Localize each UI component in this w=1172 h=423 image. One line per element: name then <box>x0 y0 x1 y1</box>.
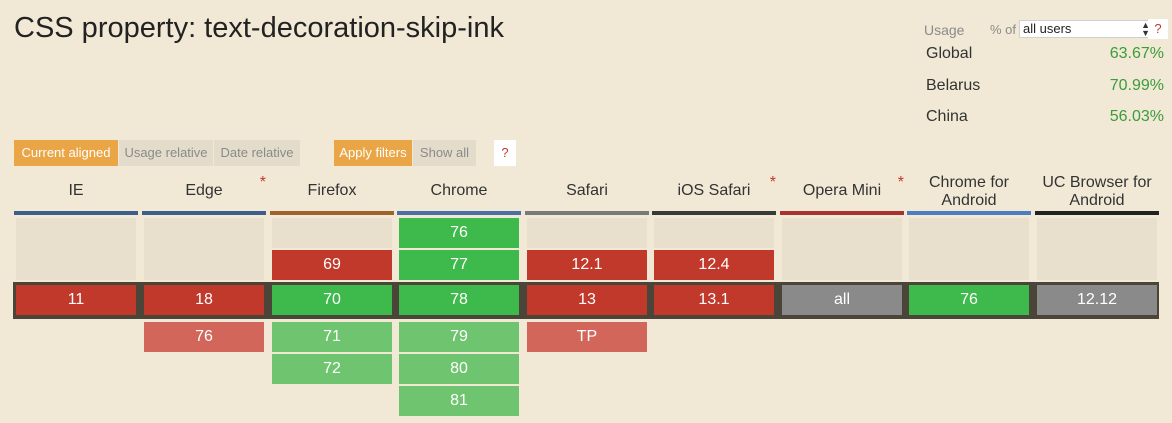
user-scope-select[interactable]: all users ▲▼ <box>1019 20 1157 38</box>
percent-of-label: % of <box>990 22 1017 37</box>
usage-help-button[interactable]: ? <box>1148 19 1168 39</box>
browser-header-chrome-for-android: Chrome for Android <box>907 172 1031 210</box>
version-cell[interactable]: 12.12 <box>1037 285 1157 315</box>
browser-color-bar <box>142 211 266 215</box>
usage-relative-button[interactable]: Usage relative <box>119 140 213 166</box>
browser-name: Opera Mini <box>802 182 882 199</box>
apply-filters-button[interactable]: Apply filters <box>334 140 412 166</box>
usage-row-china: China 56.03% <box>926 108 1164 128</box>
browser-color-bar <box>14 211 138 215</box>
note-asterisk-icon[interactable]: * <box>897 174 904 191</box>
browser-name: Edge <box>185 182 223 199</box>
browser-color-bar <box>1035 211 1159 215</box>
usage-label: Usage <box>924 22 965 38</box>
version-cell[interactable]: 81 <box>399 386 519 416</box>
browser-color-bar <box>525 211 649 215</box>
usage-header: Usage % of all users ▲▼ <box>924 20 1168 40</box>
version-cell[interactable]: 77 <box>399 250 519 280</box>
usage-region: China <box>926 108 968 125</box>
empty-cell <box>272 218 392 248</box>
version-cell[interactable]: 72 <box>272 354 392 384</box>
browser-color-bar <box>397 211 521 215</box>
show-all-button[interactable]: Show all <box>413 140 476 166</box>
version-cell[interactable]: 12.1 <box>527 250 647 280</box>
browser-color-bar <box>780 211 904 215</box>
browser-name: Chrome <box>430 182 488 199</box>
version-cell[interactable]: 76 <box>144 322 264 352</box>
browser-header-ios-safari: iOS Safari * <box>652 172 776 210</box>
version-cell[interactable]: 69 <box>272 250 392 280</box>
browser-name: Chrome for Android <box>928 174 1010 209</box>
browser-header-firefox: Firefox <box>270 172 394 210</box>
browser-header-ie: IE <box>14 172 138 210</box>
empty-cell <box>144 218 264 280</box>
usage-value: 56.03% <box>1109 108 1164 125</box>
browser-header-chrome: Chrome <box>397 172 521 210</box>
browser-color-bar <box>270 211 394 215</box>
version-cell[interactable]: 80 <box>399 354 519 384</box>
usage-row-belarus: Belarus 70.99% <box>926 77 1164 97</box>
version-cell[interactable]: 71 <box>272 322 392 352</box>
select-arrows-icon: ▲▼ <box>1141 20 1150 38</box>
empty-cell <box>782 218 902 280</box>
empty-cell <box>654 218 774 248</box>
usage-value: 70.99% <box>1109 77 1164 94</box>
version-cell[interactable]: 78 <box>399 285 519 315</box>
date-relative-button[interactable]: Date relative <box>214 140 300 166</box>
version-cell[interactable]: 76 <box>399 218 519 248</box>
empty-cell <box>527 218 647 248</box>
current-aligned-button[interactable]: Current aligned <box>14 140 118 166</box>
version-cell[interactable]: 13 <box>527 285 647 315</box>
version-cell[interactable]: 12.4 <box>654 250 774 280</box>
note-asterisk-icon[interactable]: * <box>769 174 776 191</box>
version-cell[interactable]: 76 <box>909 285 1029 315</box>
browser-header-uc-browser-for-android: UC Browser for Android <box>1035 172 1159 210</box>
browser-header-opera-mini: Opera Mini * <box>780 172 904 210</box>
browser-name: iOS Safari <box>677 182 751 199</box>
browser-name: UC Browser for Android <box>1042 174 1152 209</box>
browser-name: Firefox <box>307 182 357 199</box>
user-scope-value: all users <box>1023 21 1072 36</box>
browser-header-safari: Safari <box>525 172 649 210</box>
browser-header-edge: Edge * <box>142 172 266 210</box>
empty-cell <box>1037 218 1157 280</box>
browser-name: IE <box>68 182 84 199</box>
version-cell[interactable]: 11 <box>16 285 136 315</box>
usage-value: 63.67% <box>1109 45 1164 62</box>
version-cell[interactable]: 18 <box>144 285 264 315</box>
page-title: CSS property: text-decoration-skip-ink <box>14 12 504 44</box>
browser-color-bar <box>907 211 1031 215</box>
filters-help-button[interactable]: ? <box>494 140 516 166</box>
version-cell[interactable]: 70 <box>272 285 392 315</box>
browser-name: Safari <box>566 182 608 199</box>
usage-region: Global <box>926 45 973 62</box>
empty-cell <box>909 218 1029 280</box>
version-cell[interactable]: TP <box>527 322 647 352</box>
usage-row-global: Global 63.67% <box>926 45 1164 65</box>
browser-color-bar <box>652 211 776 215</box>
version-cell[interactable]: 79 <box>399 322 519 352</box>
version-cell[interactable]: all <box>782 285 902 315</box>
empty-cell <box>16 218 136 280</box>
note-asterisk-icon[interactable]: * <box>259 174 266 191</box>
version-cell[interactable]: 13.1 <box>654 285 774 315</box>
usage-region: Belarus <box>926 77 981 94</box>
